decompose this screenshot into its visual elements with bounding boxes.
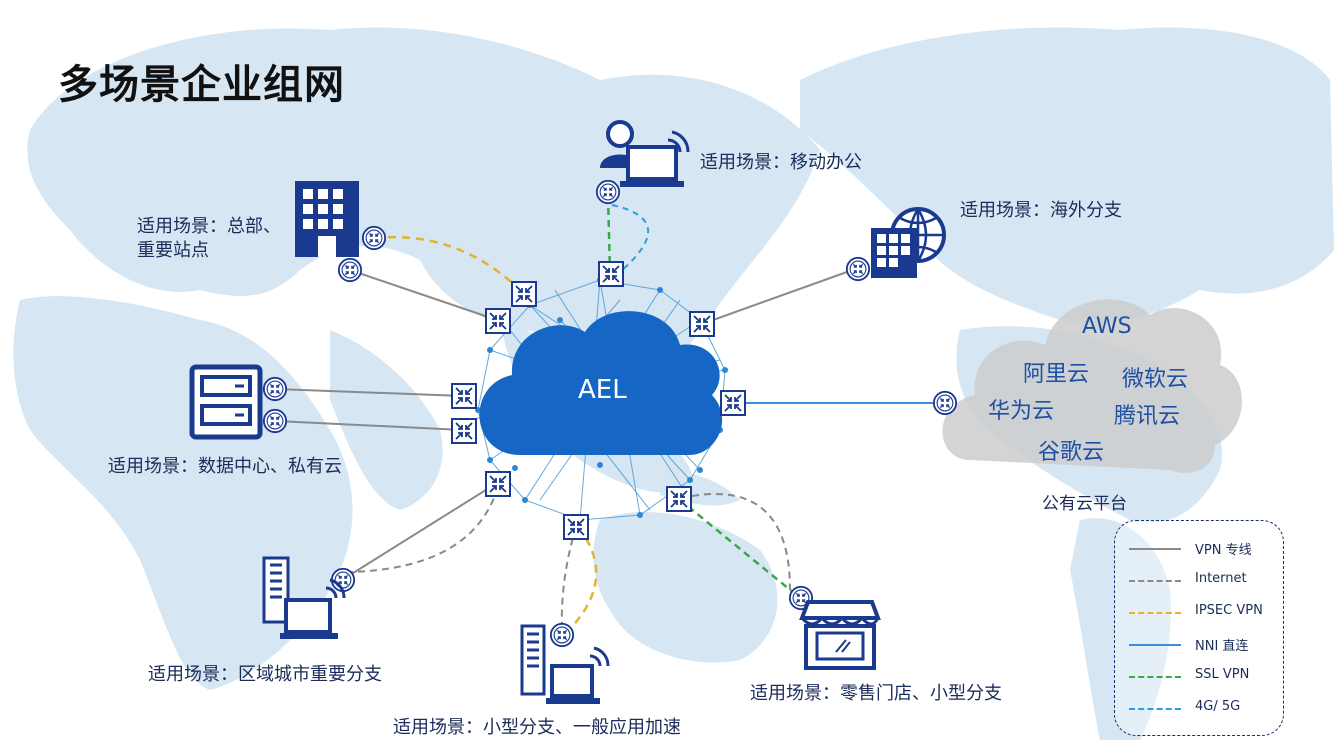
data-center-server-icon <box>189 364 263 440</box>
router-icon <box>549 622 575 648</box>
regional-branch-icon <box>262 556 346 639</box>
router-icon <box>595 179 621 205</box>
scenario-label-hq: 适用场景：总部、 <box>137 216 281 237</box>
small-branch-icon <box>520 624 610 704</box>
switch-icon <box>689 311 715 337</box>
legend-swatch <box>1129 676 1181 678</box>
switch-icon <box>720 390 746 416</box>
switch-icon <box>485 471 511 497</box>
links <box>275 195 945 635</box>
switch-icon <box>666 486 692 512</box>
legend-swatch <box>1129 548 1181 550</box>
switch-icon <box>511 281 537 307</box>
legend-label: VPN 专线 <box>1195 543 1252 558</box>
legend-item: IPSEC VPN <box>1129 603 1279 623</box>
switch-icon <box>563 514 589 540</box>
legend-label: Internet <box>1195 571 1247 586</box>
legend-item: SSL VPN <box>1129 667 1279 687</box>
legend-label: NNI 直连 <box>1195 639 1249 654</box>
legend-item: NNI 直连 <box>1129 635 1279 655</box>
headquarters-building-icon <box>295 181 359 257</box>
scenario-label-datacenter: 适用场景：数据中心、私有云 <box>108 456 342 477</box>
legend-swatch <box>1129 612 1181 614</box>
switch-icon <box>485 308 511 334</box>
legend-label: IPSEC VPN <box>1195 603 1263 618</box>
overseas-branch-icon <box>871 207 946 278</box>
mobile-user-laptop-icon <box>600 120 690 187</box>
cloud-provider-aliyun: 阿里云 <box>1023 362 1090 387</box>
scenario-label-retail: 适用场景：零售门店、小型分支 <box>750 683 1002 704</box>
legend: VPN 专线 Internet IPSEC VPN NNI 直连 SSL VPN… <box>1114 520 1284 736</box>
cloud-provider-azure: 微软云 <box>1122 367 1189 392</box>
legend-item: Internet <box>1129 571 1279 591</box>
retail-store-icon <box>799 600 881 670</box>
legend-item: VPN 专线 <box>1129 539 1279 559</box>
scenario-label-mobile: 适用场景：移动办公 <box>700 152 862 173</box>
router-icon <box>361 225 387 251</box>
cloud-provider-google: 谷歌云 <box>1038 440 1105 465</box>
ael-cloud <box>479 311 723 455</box>
switch-icon <box>451 383 477 409</box>
center-cloud-label: AEL <box>578 375 627 405</box>
router-icon <box>337 257 363 283</box>
legend-swatch <box>1129 708 1181 710</box>
public-cloud-shape <box>942 299 1242 473</box>
scenario-label-overseas: 适用场景：海外分支 <box>960 200 1122 221</box>
router-icon <box>262 408 288 434</box>
cloud-provider-aws: AWS <box>1082 314 1132 339</box>
legend-swatch <box>1129 644 1181 646</box>
scenario-label-hq-line2: 重要站点 <box>137 240 209 261</box>
router-icon <box>330 567 356 593</box>
scenario-label-small: 适用场景：小型分支、一般应用加速 <box>393 717 681 738</box>
public-cloud-label: 公有云平台 <box>1042 494 1127 514</box>
router-icon <box>845 256 871 282</box>
legend-label: SSL VPN <box>1195 667 1250 682</box>
router-icon <box>932 390 958 416</box>
scenario-label-regional: 适用场景：区域城市重要分支 <box>148 664 382 685</box>
switch-icon <box>451 418 477 444</box>
cloud-provider-tencent: 腾讯云 <box>1114 404 1181 429</box>
legend-item: 4G/ 5G <box>1129 699 1279 719</box>
page-title: 多场景企业组网 <box>58 62 345 108</box>
legend-label: 4G/ 5G <box>1195 699 1241 714</box>
router-icon <box>262 376 288 402</box>
cloud-provider-huawei: 华为云 <box>988 399 1055 424</box>
legend-swatch <box>1129 580 1181 582</box>
switch-icon <box>598 261 624 287</box>
